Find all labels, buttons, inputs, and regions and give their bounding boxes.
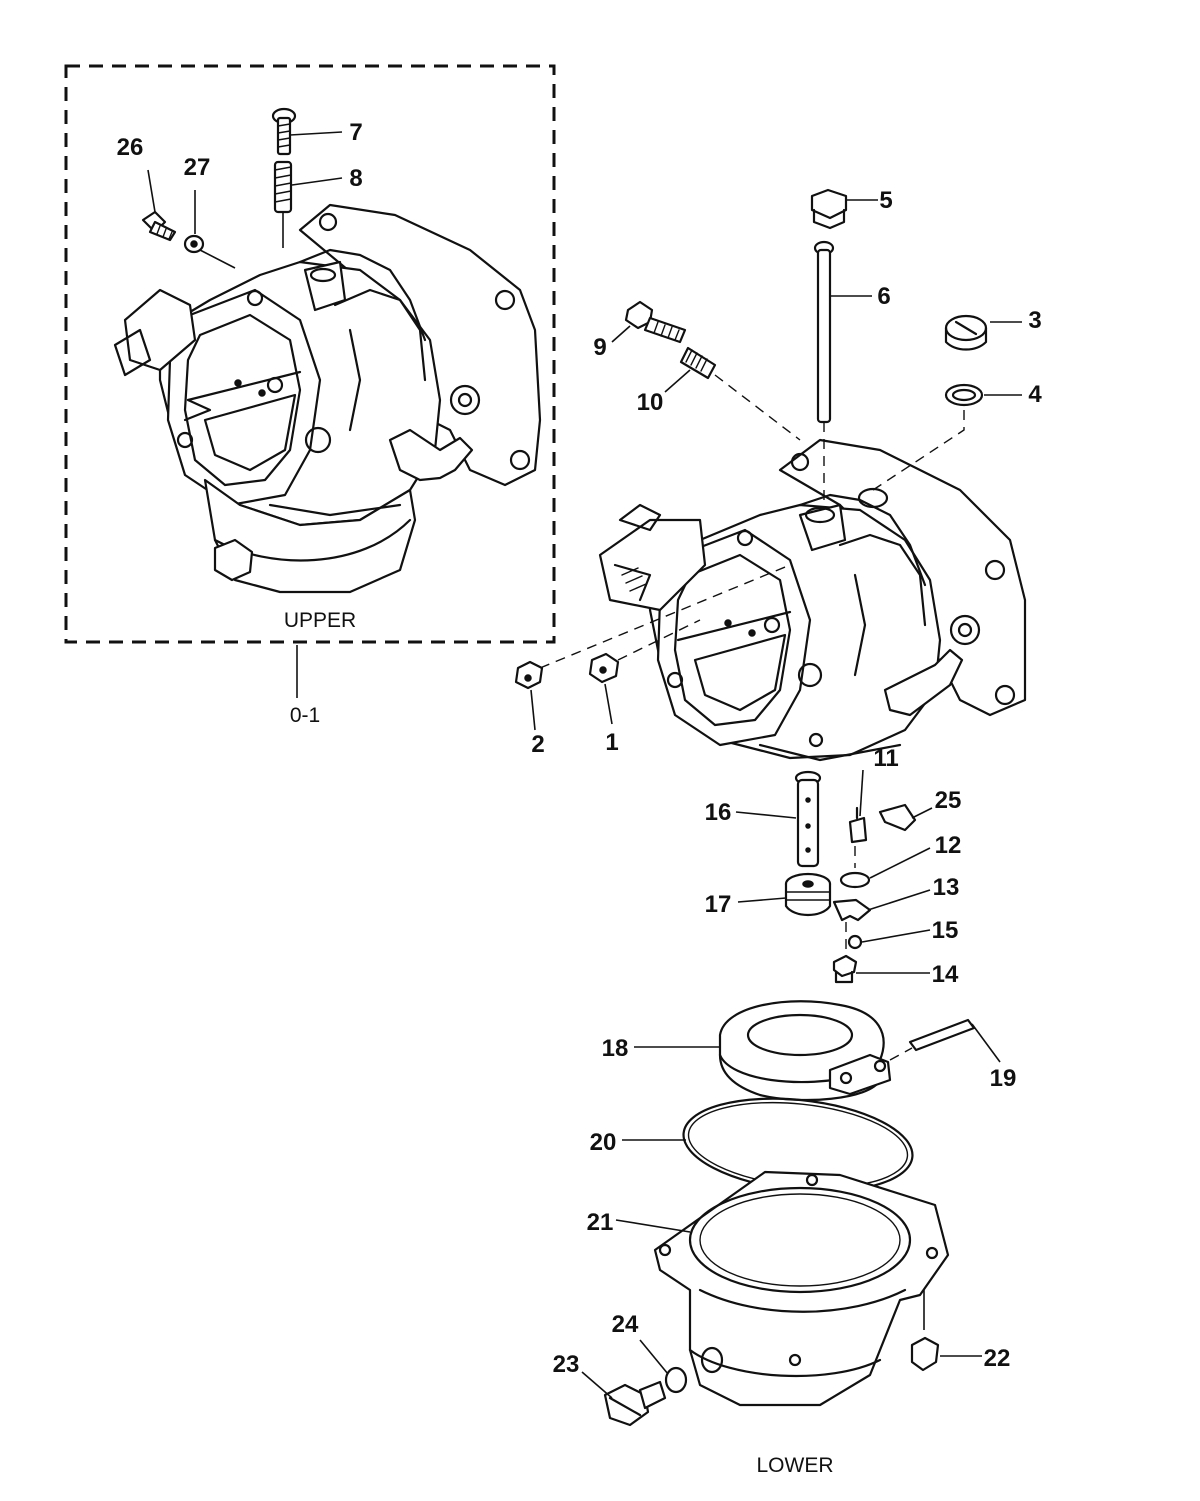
callout-5: 5 <box>879 187 892 214</box>
caption-lower: LOWER <box>756 1454 833 1477</box>
part-10-spring <box>679 346 717 380</box>
part-18-float <box>718 1000 892 1102</box>
callout-25: 25 <box>935 787 962 814</box>
part-16-emulsion-tube <box>794 770 822 868</box>
part-4-washer <box>944 383 984 407</box>
part-3-4-axis <box>872 410 965 491</box>
part-1-jet <box>588 652 620 684</box>
callout-3: 3 <box>1028 307 1041 334</box>
callout-4: 4 <box>1028 381 1042 408</box>
part-6-tube <box>813 240 835 424</box>
callout-23: 23 <box>553 1351 580 1378</box>
callout-17: 17 <box>705 891 732 918</box>
callout-21: 21 <box>587 1209 614 1236</box>
callout-26: 26 <box>117 134 144 161</box>
callout-24: 24 <box>612 1311 639 1338</box>
part-15-pin <box>847 934 863 950</box>
part-23-drain-plug <box>603 1380 667 1427</box>
callout-20: 20 <box>590 1129 617 1156</box>
callout-9: 9 <box>593 334 606 361</box>
part-2-axis <box>539 564 791 669</box>
caption-upper: UPPER <box>284 609 356 632</box>
callout-14: 14 <box>932 961 959 988</box>
part-27-axis <box>199 249 236 269</box>
part-19-axis <box>889 1047 913 1061</box>
part-19-hinge-pin <box>908 1018 976 1052</box>
part-2-jet <box>514 660 544 690</box>
part-22-screw <box>910 1336 940 1372</box>
upper-assembly-box <box>64 64 556 644</box>
callout-11: 11 <box>873 745 898 772</box>
callout-16: 16 <box>705 799 732 826</box>
callout-10: 10 <box>637 389 664 416</box>
callout-13: 13 <box>933 874 960 901</box>
upper-carburetor-drawing <box>113 203 542 594</box>
callout-15: 15 <box>932 917 959 944</box>
caption-assembly-ref: 0-1 <box>290 704 320 727</box>
part-3-plug <box>944 314 988 351</box>
leader-lines <box>147 131 1022 1399</box>
callout-19: 19 <box>990 1065 1017 1092</box>
main-carburetor-drawing <box>598 438 1027 762</box>
part-9-screw <box>624 300 687 344</box>
part-27-washer <box>183 234 205 254</box>
part-12-gasket <box>839 871 871 889</box>
callout-12: 12 <box>935 832 962 859</box>
part-7-screw <box>271 107 297 156</box>
part-11-valve <box>848 806 868 844</box>
part-8-spring <box>273 160 293 214</box>
part-21-float-bowl <box>653 1170 950 1407</box>
callout-1: 1 <box>605 729 618 756</box>
callout-2: 2 <box>531 731 544 758</box>
callout-22: 22 <box>984 1345 1011 1372</box>
callout-27: 27 <box>184 154 211 181</box>
part-25-clip <box>878 803 917 832</box>
part-24-washer <box>664 1366 688 1394</box>
part-1-axis <box>617 619 701 661</box>
part-9-10-axis <box>714 374 801 441</box>
part-13-lever <box>832 898 872 922</box>
callout-6: 6 <box>877 283 890 310</box>
part-17-nut <box>784 872 832 917</box>
callout-18: 18 <box>602 1035 629 1062</box>
callout-8: 8 <box>349 165 362 192</box>
callout-7: 7 <box>349 119 362 146</box>
part-14-screw <box>832 954 858 984</box>
part-26-screw <box>141 210 177 242</box>
part-5-cap <box>810 188 848 230</box>
